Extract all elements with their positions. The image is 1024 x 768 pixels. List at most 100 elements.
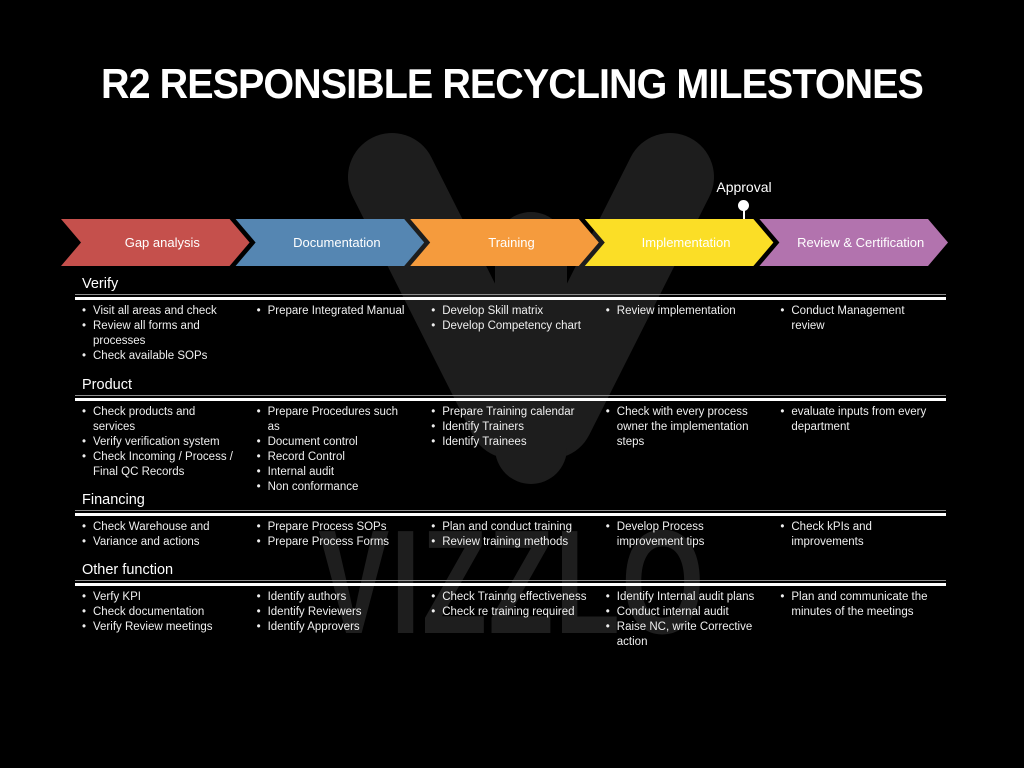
task-cell: Identify Internal audit plansConduct int… [602, 590, 777, 650]
phase-label: Training [488, 235, 535, 250]
section-header: Product [82, 377, 132, 393]
task-item: Check re training required [431, 605, 588, 620]
task-item: Record Control [257, 450, 414, 465]
section-grid: Verfy KPICheck documentationVerify Revie… [78, 590, 958, 650]
task-item: Prepare Process Forms [257, 535, 414, 550]
task-item: Check Trainng effectiveness [431, 590, 588, 605]
task-list: Prepare Process SOPsPrepare Process Form… [257, 520, 414, 550]
task-item: Review implementation [606, 304, 763, 319]
task-cell: Visit all areas and checkReview all form… [78, 304, 253, 364]
task-item: Document control [257, 435, 414, 450]
section-header: Financing [82, 492, 145, 508]
section-rule [75, 395, 946, 401]
task-item: Identify Trainers [431, 420, 588, 435]
phase-label: Implementation [641, 235, 731, 250]
task-cell: Conduct Management review [776, 304, 951, 364]
phase-label: Documentation [293, 235, 381, 250]
task-list: Prepare Integrated Manual [257, 304, 414, 319]
task-item: Non conformance [257, 480, 414, 495]
task-item: Identify Trainees [431, 435, 588, 450]
phase-label: Gap analysis [124, 235, 200, 250]
task-cell: Check with every process owner the imple… [602, 405, 777, 495]
phase-arrow-1[interactable] [61, 219, 250, 266]
task-cell: Prepare Procedures such asDocument contr… [253, 405, 428, 495]
section-rule [75, 510, 946, 516]
task-item: Check Warehouse and [82, 520, 239, 535]
task-cell: Verfy KPICheck documentationVerify Revie… [78, 590, 253, 650]
task-item: Internal audit [257, 465, 414, 480]
phase-arrow-4[interactable] [584, 219, 774, 266]
phase-label: Review & Certification [797, 235, 925, 250]
task-list: Prepare Procedures such asDocument contr… [257, 405, 414, 495]
task-cell: Check products and servicesVerify verifi… [78, 405, 253, 495]
task-list: Develop Skill matrixDevelop Competency c… [431, 304, 588, 334]
task-item: Prepare Process SOPs [257, 520, 414, 535]
task-list: Check kPIs and improvements [780, 520, 937, 550]
task-list: Develop Process improvement tips [606, 520, 763, 550]
task-item: Variance and actions [82, 535, 239, 550]
task-cell: evaluate inputs from every department [776, 405, 951, 495]
phase-band [61, 219, 948, 266]
task-item: Verify verification system [82, 435, 239, 450]
task-cell: Plan and communicate the minutes of the … [776, 590, 951, 650]
milestone-pin-stem [743, 209, 745, 220]
task-item: Develop Competency chart [431, 319, 588, 334]
task-list: Plan and communicate the minutes of the … [780, 590, 937, 620]
section-rule [75, 580, 946, 586]
task-item: Visit all areas and check [82, 304, 239, 319]
task-list: Prepare Training calendarIdentify Traine… [431, 405, 588, 450]
task-cell: Review implementation [602, 304, 777, 364]
task-item: Review training methods [431, 535, 588, 550]
phase-arrow-5[interactable] [759, 219, 948, 266]
task-item: Identify authors [257, 590, 414, 605]
task-item: Identify Internal audit plans [606, 590, 763, 605]
task-item: Identify Reviewers [257, 605, 414, 620]
task-item: Plan and conduct training [431, 520, 588, 535]
task-cell: Prepare Process SOPsPrepare Process Form… [253, 520, 428, 550]
task-list: Verfy KPICheck documentationVerify Revie… [82, 590, 239, 635]
task-item: Check with every process owner the imple… [606, 405, 763, 450]
task-item: Check products and services [82, 405, 239, 435]
task-list: Conduct Management review [780, 304, 937, 334]
section-grid: Check products and servicesVerify verifi… [78, 405, 958, 495]
phase-arrow-2[interactable] [235, 219, 425, 266]
page-title: R2 RESPONSIBLE RECYCLING MILESTONES [101, 60, 924, 107]
phase-arrow-3[interactable] [410, 219, 599, 266]
task-list: Plan and conduct trainingReview training… [431, 520, 588, 550]
task-item: Review all forms and processes [82, 319, 239, 349]
task-cell: Prepare Training calendarIdentify Traine… [427, 405, 602, 495]
task-list: Identify Internal audit plansConduct int… [606, 590, 763, 650]
milestone-pin-icon [738, 200, 749, 211]
task-list: Check Warehouse andVariance and actions [82, 520, 239, 550]
task-item: Check kPIs and improvements [780, 520, 937, 550]
task-list: Identify authorsIdentify ReviewersIdenti… [257, 590, 414, 635]
task-cell: Check Warehouse andVariance and actions [78, 520, 253, 550]
task-item: Raise NC, write Corrective action [606, 620, 763, 650]
task-item: Develop Process improvement tips [606, 520, 763, 550]
task-item: Develop Skill matrix [431, 304, 588, 319]
task-list: Check Trainng effectivenessCheck re trai… [431, 590, 588, 620]
task-cell: Check Trainng effectivenessCheck re trai… [427, 590, 602, 650]
section-grid: Visit all areas and checkReview all form… [78, 304, 958, 364]
task-list: Review implementation [606, 304, 763, 319]
task-list: Check products and servicesVerify verifi… [82, 405, 239, 480]
task-list: evaluate inputs from every department [780, 405, 937, 435]
task-item: Identify Approvers [257, 620, 414, 635]
task-cell: Develop Skill matrixDevelop Competency c… [427, 304, 602, 364]
task-item: Check available SOPs [82, 349, 239, 364]
task-cell: Check kPIs and improvements [776, 520, 951, 550]
task-item: Conduct internal audit [606, 605, 763, 620]
task-item: Prepare Procedures such as [257, 405, 414, 435]
task-list: Visit all areas and checkReview all form… [82, 304, 239, 364]
task-cell: Develop Process improvement tips [602, 520, 777, 550]
task-item: Verify Review meetings [82, 620, 239, 635]
task-list: Check with every process owner the imple… [606, 405, 763, 450]
section-rule [75, 294, 946, 300]
task-cell: Identify authorsIdentify ReviewersIdenti… [253, 590, 428, 650]
task-cell: Prepare Integrated Manual [253, 304, 428, 364]
section-grid: Check Warehouse andVariance and actionsP… [78, 520, 958, 550]
section-header: Verify [82, 276, 119, 292]
task-item: Check documentation [82, 605, 239, 620]
task-item: Prepare Integrated Manual [257, 304, 414, 319]
task-item: Conduct Management review [780, 304, 937, 334]
